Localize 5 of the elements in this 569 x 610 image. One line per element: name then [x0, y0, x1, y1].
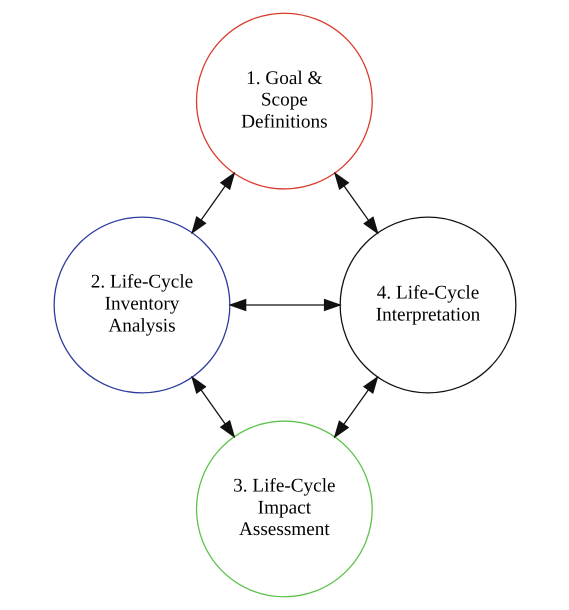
arrow: [333, 376, 378, 439]
arrow: [190, 376, 235, 438]
arrow: [190, 172, 235, 234]
arrow: [228, 298, 342, 312]
arrow: [333, 172, 378, 235]
